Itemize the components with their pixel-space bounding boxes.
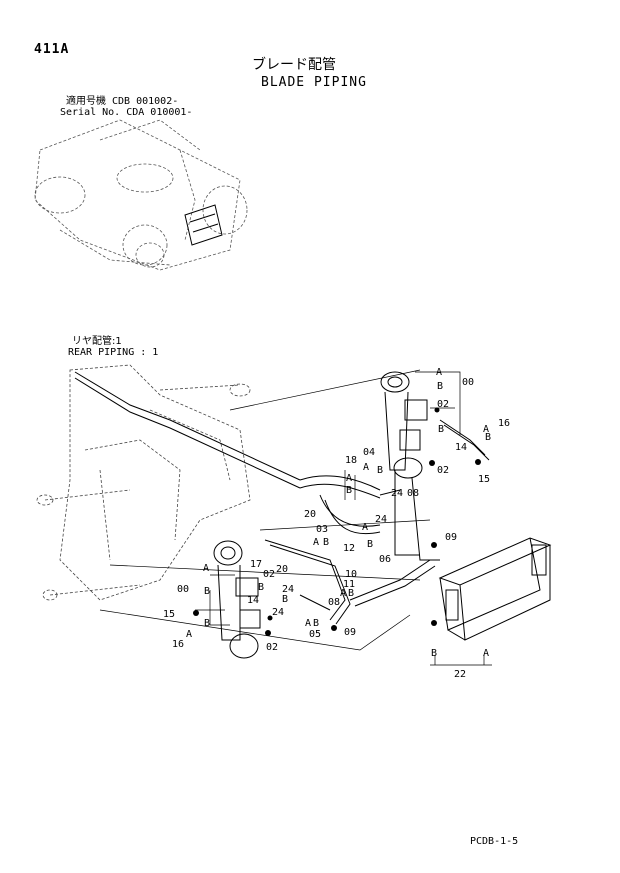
footer-code: PCDB-1-5 <box>470 836 519 847</box>
port-letters: A B B A B A B A B A B A B A B B B A B A … <box>186 367 491 659</box>
port-b: B <box>438 424 444 435</box>
callout-14-right: 14 <box>455 442 467 453</box>
callout-04: 04 <box>363 447 375 458</box>
port-a: A <box>346 473 352 484</box>
port-b: B <box>204 618 210 629</box>
callout-22: 22 <box>454 669 466 680</box>
callout-08-mid: 08 <box>407 488 419 499</box>
callout-09-lower: 09 <box>344 627 356 638</box>
port-b: B <box>437 381 443 392</box>
port-a: A <box>305 618 311 629</box>
title-english: BLADE PIPING <box>261 75 367 90</box>
sub-view-label-japanese: リヤ配管:1 <box>72 336 122 347</box>
lower-blade-cylinder <box>213 540 261 659</box>
callout-02-mid: 02 <box>437 465 449 476</box>
port-a: A <box>186 629 192 640</box>
callout-24-mid: 24 <box>391 488 403 499</box>
port-b: B <box>431 648 437 659</box>
callout-02-lower: 02 <box>266 642 278 653</box>
machine-overview-drawing <box>34 119 248 271</box>
page-code: 411A <box>34 42 70 57</box>
main-frame-drawing <box>36 364 251 601</box>
serial-line-english: Serial No. CDA 010001- <box>60 107 193 118</box>
port-a: A <box>436 367 442 378</box>
callout-10: 10 <box>345 569 357 580</box>
callout-18: 18 <box>345 455 357 466</box>
callout-15-lower: 15 <box>163 609 175 620</box>
port-b: B <box>258 582 264 593</box>
callout-08-lower: 08 <box>328 597 340 608</box>
callout-20-mid: 20 <box>304 509 316 520</box>
callout-06: 06 <box>379 554 391 565</box>
callout-16-right: 16 <box>498 418 510 429</box>
port-a: A <box>340 588 346 599</box>
callout-16-lower: 16 <box>172 639 184 650</box>
port-a: A <box>362 522 368 533</box>
callout-24-lower: 24 <box>272 607 284 618</box>
port-a: A <box>363 462 369 473</box>
callout-labels: 00 02 16 14 15 18 04 02 24 08 20 12 24 0… <box>163 377 510 680</box>
callout-11: 11 <box>343 579 355 590</box>
callout-00-lower: 00 <box>177 584 189 595</box>
port-b: B <box>204 586 210 597</box>
callout-09-upper: 09 <box>445 532 457 543</box>
callout-14-lower: 14 <box>247 595 259 606</box>
highlighted-valve-block <box>184 204 223 246</box>
port-a: A <box>313 537 319 548</box>
port-b: B <box>485 432 491 443</box>
callout-15-right: 15 <box>478 474 490 485</box>
callout-24-left: 24 <box>282 584 294 595</box>
callout-17: 17 <box>250 559 262 570</box>
leader-lines <box>99 369 492 666</box>
title-japanese: ブレード配管 <box>252 57 336 73</box>
hydraulic-lines <box>74 371 490 625</box>
port-b: B <box>346 485 352 496</box>
callout-20-left: 20 <box>276 564 288 575</box>
callout-02-left: 02 <box>263 569 275 580</box>
port-b: B <box>367 539 373 550</box>
callout-05: 05 <box>309 629 321 640</box>
upper-blade-cylinder <box>380 371 440 561</box>
port-b: B <box>348 588 354 599</box>
port-b: B <box>323 537 329 548</box>
control-valve-unit <box>438 537 552 641</box>
callout-12: 12 <box>343 543 355 554</box>
port-a: A <box>483 648 489 659</box>
port-b: B <box>313 618 319 629</box>
port-b: B <box>282 594 288 605</box>
port-a: A <box>483 424 489 435</box>
sub-view-label-english: REAR PIPING : 1 <box>68 347 159 358</box>
port-b: B <box>377 465 383 476</box>
port-a: A <box>203 563 209 574</box>
callout-00-upper: 00 <box>462 377 474 388</box>
callout-24-lower-mid: 24 <box>375 514 387 525</box>
serial-line-japanese: 適用号機 CDB 001002- <box>66 96 179 107</box>
callout-03: 03 <box>316 524 328 535</box>
fittings <box>193 407 481 636</box>
callout-02-upper: 02 <box>437 399 449 410</box>
